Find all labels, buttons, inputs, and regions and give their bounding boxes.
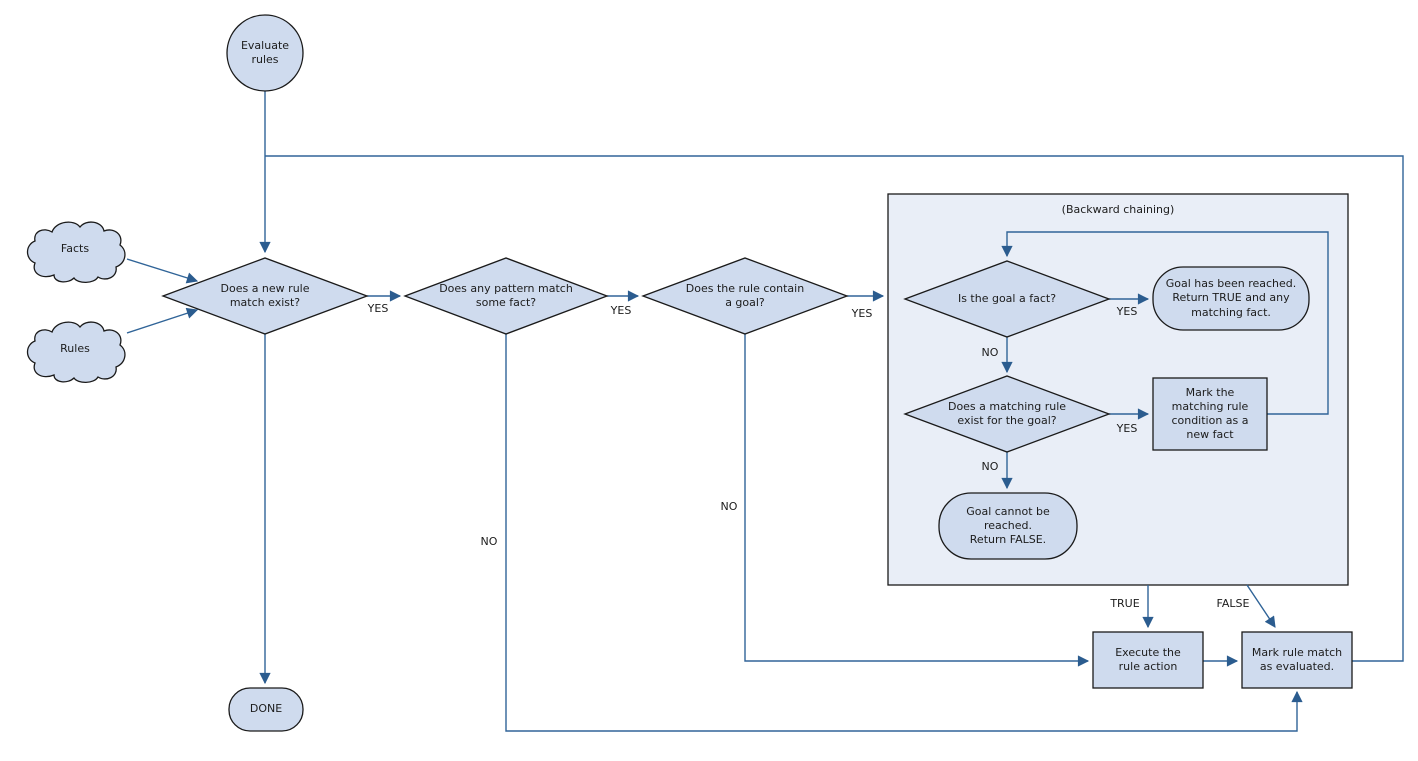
edge-mark-evaluated-loop-to-start xyxy=(265,155,1404,662)
decision-matching-rule-exists xyxy=(903,375,1111,453)
rules-cloud xyxy=(26,321,126,384)
decision-rule-contains-goal xyxy=(641,257,849,335)
decision-goal-is-fact xyxy=(903,260,1111,338)
edge-false-to-mark-evaluated xyxy=(1246,584,1276,628)
mark-condition-node xyxy=(1152,377,1268,451)
goal-cannot-node xyxy=(938,492,1078,560)
edge-no-goal-to-execute-action xyxy=(744,334,1090,667)
mark-evaluated-node xyxy=(1241,631,1353,689)
goal-reached-node xyxy=(1152,266,1310,331)
facts-cloud xyxy=(26,221,126,284)
edge-no-pattern-to-mark-evaluated xyxy=(505,334,1303,732)
execute-action-node xyxy=(1092,631,1204,689)
start-node xyxy=(226,14,304,92)
decision-pattern-match xyxy=(403,257,609,335)
done-node xyxy=(228,687,304,732)
edge-rules-to-new-rule-match xyxy=(126,307,199,334)
edge-mark-condition-loop-to-goal-is-fact xyxy=(1001,231,1329,415)
decision-new-rule-match xyxy=(161,257,369,335)
edge-facts-to-new-rule-match xyxy=(126,258,199,284)
